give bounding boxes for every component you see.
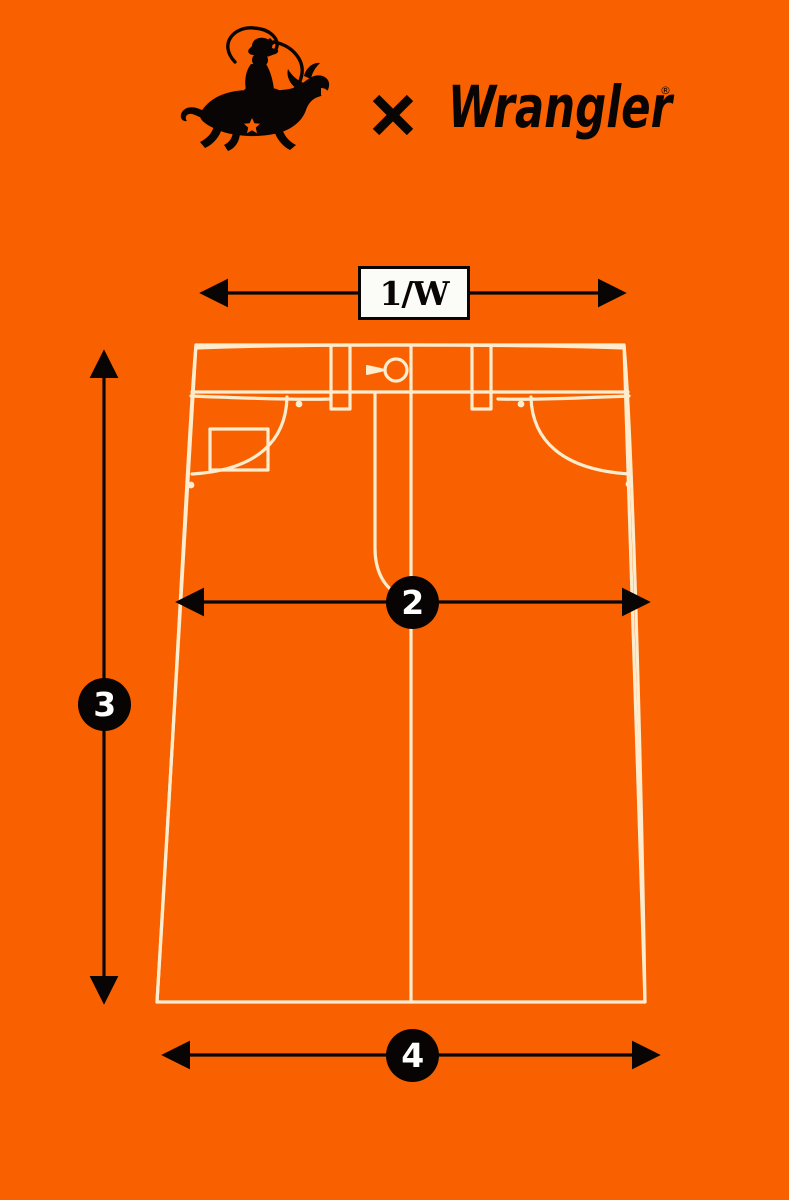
rivet [625, 480, 633, 488]
measurement-label-hip: 2 [386, 576, 439, 629]
brand-lockup-header: Wrangler ® [0, 0, 789, 190]
rivet [295, 400, 303, 408]
measurement-label-waist: 1/W [358, 266, 470, 320]
measurement-label-length: 3 [78, 678, 131, 731]
wrangler-wordmark: Wrangler ® [448, 72, 690, 144]
wrangler-text: Wrangler [448, 73, 675, 141]
registered-trademark-icon: ® [660, 84, 671, 97]
rivet [517, 400, 525, 408]
bull-rider-logo [178, 18, 330, 152]
x-cross-icon [370, 92, 416, 138]
measurement-label-hem: 4 [386, 1029, 439, 1082]
rivet [187, 481, 195, 489]
